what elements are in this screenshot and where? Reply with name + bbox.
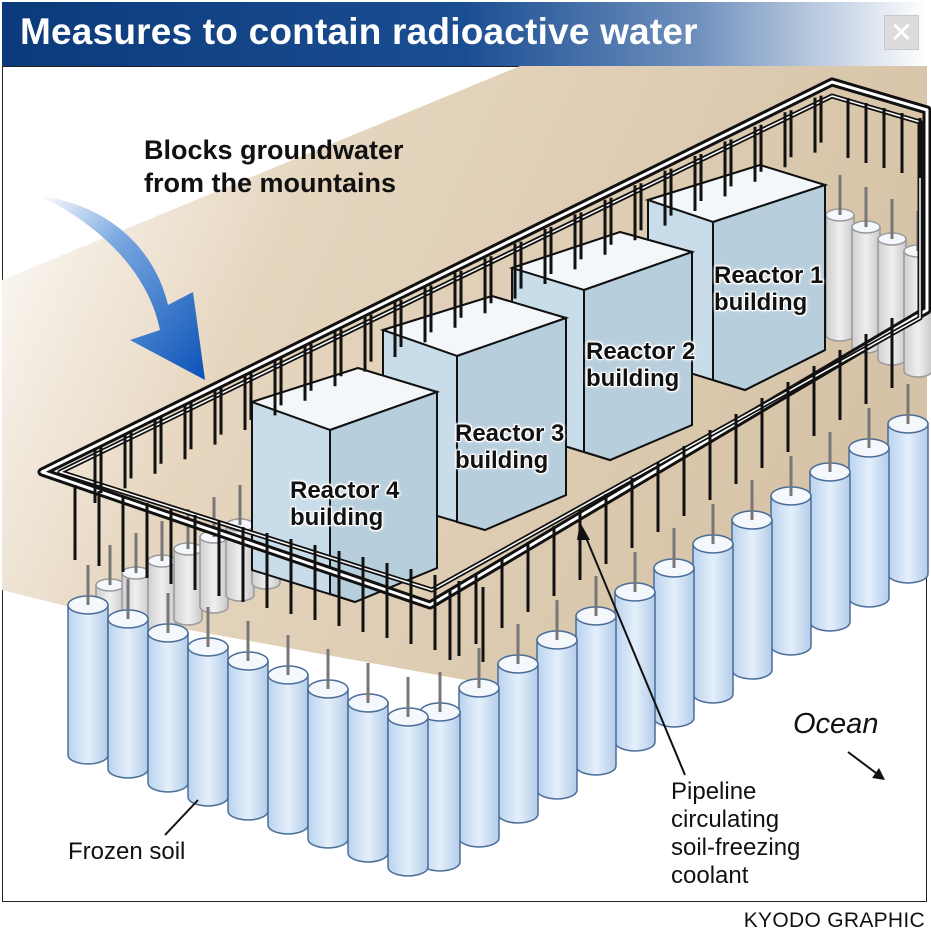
frozen-soil-column bbox=[187, 607, 229, 807]
frozen-soil-leader bbox=[164, 799, 199, 836]
coolant-pipeline bbox=[37, 77, 931, 610]
frozen-soil-column bbox=[887, 384, 929, 584]
frozen-soil-label: Frozen soil bbox=[68, 838, 186, 865]
credit-line: KYODO GRAPHIC bbox=[743, 909, 925, 932]
groundwater-arrow bbox=[40, 196, 205, 380]
frozen-soil-column bbox=[267, 635, 309, 835]
frozen-soil-column bbox=[458, 648, 500, 848]
frozen-soil-column bbox=[419, 672, 461, 872]
pipeline-leader bbox=[581, 527, 686, 776]
frozen-soil-column bbox=[227, 621, 269, 821]
reactor-1-label-line-1: Reactor 1 bbox=[714, 262, 824, 289]
reactor-2-building bbox=[508, 230, 696, 462]
page-title: Measures to contain radioactive water bbox=[20, 11, 698, 52]
frozen-soil-column bbox=[147, 593, 189, 793]
pipeline-label-line-1: Pipeline bbox=[671, 778, 757, 805]
ocean-arrow bbox=[847, 751, 881, 777]
frozen-soil-column bbox=[387, 677, 429, 877]
frozen-soil-column bbox=[770, 456, 812, 656]
title-bar: Measures to contain radioactive water bbox=[2, 2, 927, 66]
reactor-4-label-line-1: Reactor 4 bbox=[290, 477, 400, 504]
pipeline-label-line-4: coolant bbox=[671, 862, 749, 889]
groundwater-label-line-2: from the mountains bbox=[144, 168, 397, 198]
pipeline-label-line-2: circulating bbox=[671, 806, 780, 833]
pipeline-label: Pipeline circulating soil-freezing coola… bbox=[671, 778, 800, 890]
reactor-4-label: Reactor 4 building bbox=[290, 477, 399, 531]
reactor-3-label: Reactor 3 building bbox=[455, 420, 564, 474]
groundwater-label-line-1: Blocks groundwater bbox=[144, 135, 404, 165]
ocean-label: Ocean bbox=[793, 708, 879, 740]
reactor-4-label-line-2: building bbox=[290, 504, 384, 531]
reactor-2-label-line-1: Reactor 2 bbox=[586, 338, 696, 365]
reactor-1-label: Reactor 1 building bbox=[714, 262, 823, 316]
frozen-soil-column bbox=[347, 663, 389, 863]
close-button[interactable]: ✕ bbox=[884, 15, 919, 50]
reactor-2-label: Reactor 2 building bbox=[586, 338, 695, 392]
pipeline-label-line-3: soil-freezing bbox=[671, 834, 801, 861]
reactor-1-label-line-2: building bbox=[714, 289, 808, 316]
frozen-soil-column bbox=[307, 649, 349, 849]
pipe-drops bbox=[73, 95, 922, 662]
reactor-4-building bbox=[248, 366, 441, 604]
reactor-2-label-line-2: building bbox=[586, 365, 680, 392]
pipeline-leader-arrowhead bbox=[577, 522, 590, 540]
ocean-arrowhead bbox=[872, 768, 885, 780]
frozen-soil-column bbox=[497, 624, 539, 824]
reactor-3-label-line-1: Reactor 3 bbox=[455, 420, 565, 447]
frozen-soil-column bbox=[653, 528, 695, 728]
groundwater-label: Blocks groundwater from the mountains bbox=[144, 134, 404, 200]
reactor-buildings bbox=[248, 163, 829, 604]
reactor-3-label-line-2: building bbox=[455, 447, 549, 474]
